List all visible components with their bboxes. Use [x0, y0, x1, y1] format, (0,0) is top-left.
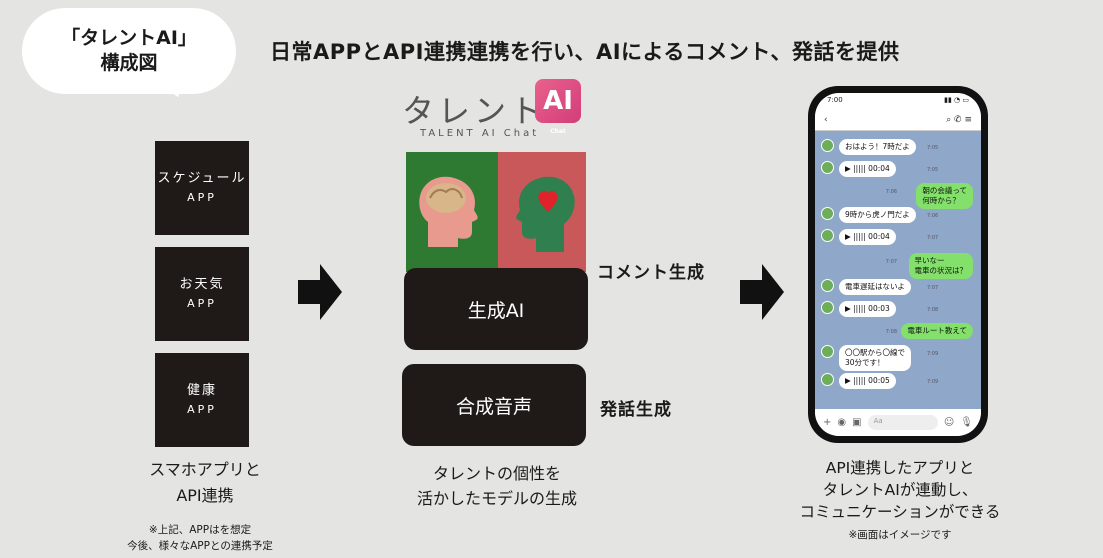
avatar	[821, 139, 834, 152]
message-time: 7:06	[885, 189, 897, 195]
message-time: 7:06	[927, 213, 939, 219]
generative-ai-label: 生成AI	[467, 299, 525, 322]
app-name: 健康	[186, 383, 217, 398]
signal-icon: ▮▮ ◔ ▭	[944, 96, 969, 104]
phone-call-icon[interactable]: ✆	[954, 114, 962, 125]
incoming-message: ▶ ||||| 00:03	[839, 301, 896, 317]
incoming-message: ▶ ||||| 00:04	[839, 161, 896, 177]
logo-badge-text: AI	[543, 86, 573, 116]
synth-voice-box: 合成音声	[402, 364, 586, 446]
avatar	[821, 301, 834, 314]
incoming-message: 電車遅延はないよ	[839, 279, 911, 295]
generative-ai-box: 生成AI	[404, 268, 588, 350]
brain-head-icon	[419, 176, 478, 247]
title-bubble: 「タレントAI」 構成図	[22, 8, 236, 94]
heart-head-icon	[516, 176, 575, 252]
arrow-right-icon	[740, 264, 784, 320]
avatar	[821, 207, 834, 220]
center-caption: タレントの個性を 活かしたモデルの生成	[392, 461, 602, 511]
incoming-message: 9時から虎ノ門だよ	[839, 207, 916, 223]
incoming-message: ▶ ||||| 00:05	[839, 373, 896, 389]
camera-icon[interactable]: ◉	[837, 417, 847, 428]
avatar	[821, 345, 834, 358]
left-note-line2: 今後、様々なAPPとの連携予定	[127, 540, 273, 552]
logo-text: タレント	[402, 92, 547, 130]
arrow-right-icon	[298, 264, 342, 320]
avatar	[821, 229, 834, 242]
right-caption: API連携したアプリと タレントAIが連動し、 コミュニケーションができる	[780, 457, 1020, 523]
avatar	[821, 279, 834, 292]
message-time: 7:07	[885, 259, 897, 265]
search-icon[interactable]: ⌕	[946, 114, 952, 125]
app-sub: APP	[187, 403, 217, 416]
incoming-message: ▶ ||||| 00:04	[839, 229, 896, 245]
right-caption-line3: コミュニケーションができる	[799, 503, 1001, 521]
synth-voice-label: 合成音声	[455, 395, 532, 418]
status-time: 7:00	[827, 96, 843, 104]
health-app-box: 健康 APP	[155, 353, 249, 447]
right-caption-line2: タレントAIが連動し、	[822, 481, 978, 499]
menu-icon[interactable]: ≡	[964, 114, 972, 125]
message-time: 7:09	[927, 351, 939, 357]
logo-badge-small: Chat	[550, 128, 566, 135]
message-time: 7:08	[885, 329, 897, 335]
bubble-line2: 構成図	[100, 52, 158, 74]
logo-badge: AI Chat	[535, 79, 581, 135]
outgoing-message: 電車ルート教えて	[901, 323, 973, 339]
avatar	[821, 373, 834, 386]
bubble-line1: 「タレントAI」	[61, 27, 197, 49]
left-caption-line1: スマホアプリと	[149, 460, 261, 479]
emoji-icon[interactable]: ☺	[943, 417, 955, 428]
comment-generation-label: コメント生成	[597, 263, 705, 283]
right-note: ※画面はイメージです	[848, 529, 952, 541]
brain-head-image	[406, 152, 498, 272]
speech-generation-label: 発話生成	[600, 400, 672, 420]
message-time: 7:09	[927, 379, 939, 385]
phone-mockup: 7:00 ▮▮ ◔ ▭ ‹ ⌕ ✆ ≡ おはよう！7時だよ 7:05 ▶ |||||…	[808, 86, 988, 443]
message-time: 7:08	[927, 307, 939, 313]
center-caption-line2: 活かしたモデルの生成	[416, 489, 577, 508]
message-input[interactable]: Aa	[867, 415, 938, 430]
app-name: スケジュール	[157, 171, 247, 186]
right-caption-line1: API連携したアプリと	[825, 459, 975, 477]
message-time: 7:07	[927, 235, 939, 241]
left-caption-line2: API連携	[176, 486, 234, 505]
message-time: 7:05	[927, 167, 939, 173]
outgoing-message: 朝の会議って何時から？	[916, 183, 973, 209]
headline: 日常APPとAPI連携連携を行い、AIによるコメント、発話を提供	[270, 40, 900, 64]
chat-header: ‹ ⌕ ✆ ≡	[815, 109, 981, 131]
message-time: 7:05	[927, 145, 939, 151]
app-sub: APP	[187, 191, 217, 204]
app-name: お天気	[179, 277, 225, 292]
left-note: ※上記、APPはを想定 今後、様々なAPPとの連携予定	[100, 522, 300, 554]
schedule-app-box: スケジュール APP	[155, 141, 249, 235]
weather-app-box: お天気 APP	[155, 247, 249, 341]
incoming-message: おはよう！7時だよ	[839, 139, 916, 155]
phone-screen: 7:00 ▮▮ ◔ ▭ ‹ ⌕ ✆ ≡ おはよう！7時だよ 7:05 ▶ |||||…	[815, 93, 981, 436]
image-icon[interactable]: ▣	[852, 417, 862, 428]
logo-subtitle: TALENT AI Chat	[420, 128, 540, 139]
heart-head-image	[498, 152, 586, 272]
avatar	[821, 161, 834, 174]
app-sub: APP	[187, 297, 217, 310]
message-list: おはよう！7時だよ 7:05 ▶ ||||| 00:04 7:05 朝の会議って何時から…	[815, 131, 981, 399]
header-icons: ⌕ ✆ ≡	[946, 115, 972, 125]
mic-icon[interactable]: 🎙	[960, 417, 973, 428]
outgoing-message: 早いなー電車の状況は？	[908, 253, 973, 279]
message-input-bar: + ◉ ▣ Aa ☺ 🎙	[815, 409, 981, 436]
plus-icon[interactable]: +	[823, 417, 832, 428]
left-caption: スマホアプリと API連携	[130, 457, 280, 509]
left-note-line1: ※上記、APPはを想定	[148, 524, 252, 536]
back-icon[interactable]: ‹	[824, 114, 828, 125]
message-time: 7:07	[927, 285, 939, 291]
center-caption-line1: タレントの個性を	[432, 464, 561, 483]
status-bar: 7:00 ▮▮ ◔ ▭	[815, 93, 981, 109]
